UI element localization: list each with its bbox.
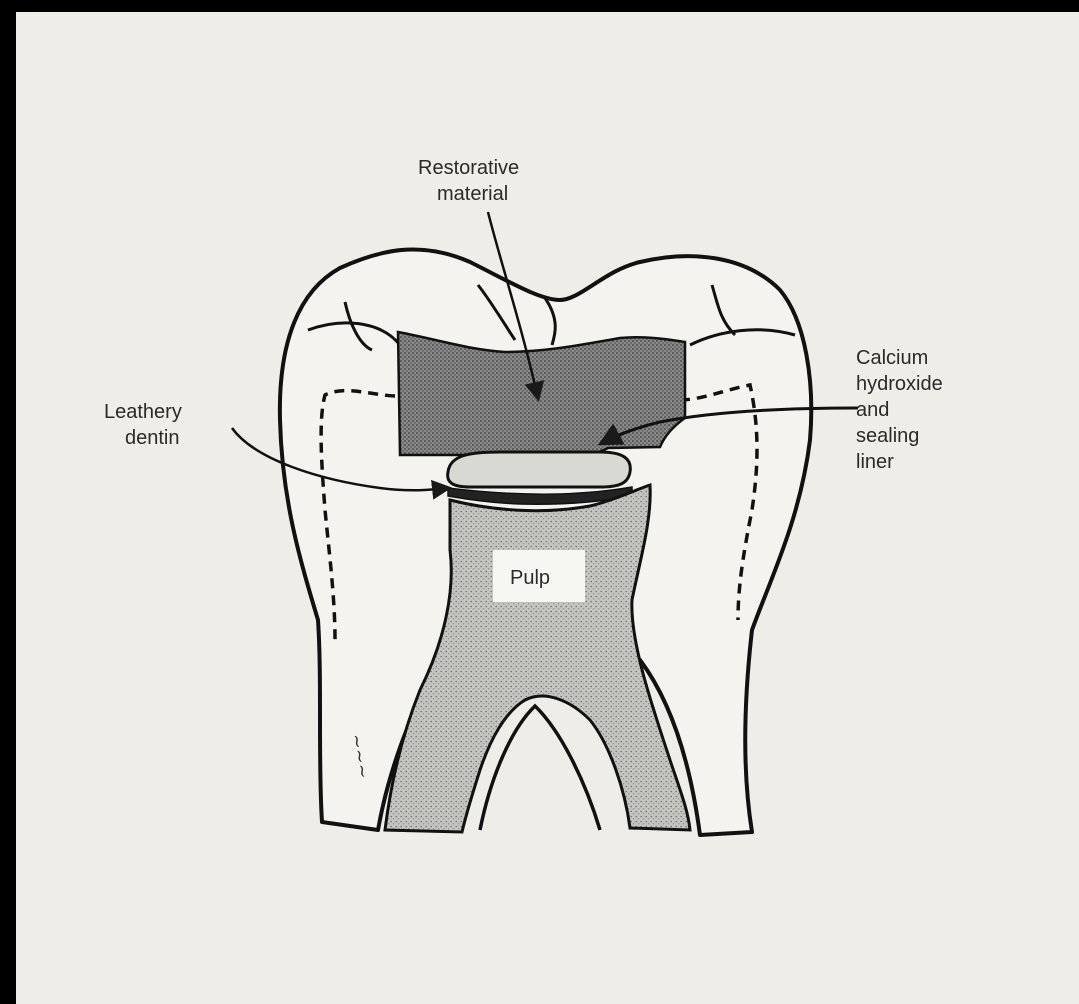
calcium-hydroxide-liner	[448, 452, 631, 487]
label-pulp: Pulp	[510, 567, 550, 589]
label-calcium-4: sealing	[856, 425, 919, 447]
label-calcium-5: liner	[856, 451, 894, 473]
label-calcium-2: hydroxide	[856, 373, 943, 395]
label-calcium-1: Calcium	[856, 347, 928, 369]
label-leathery-2: dentin	[125, 427, 180, 449]
restorative-material-region	[398, 332, 685, 455]
label-leathery-1: Leathery	[104, 401, 182, 423]
label-calcium-3: and	[856, 399, 889, 421]
label-restorative-1: Restorative	[418, 157, 519, 179]
label-restorative-2: material	[437, 183, 508, 205]
